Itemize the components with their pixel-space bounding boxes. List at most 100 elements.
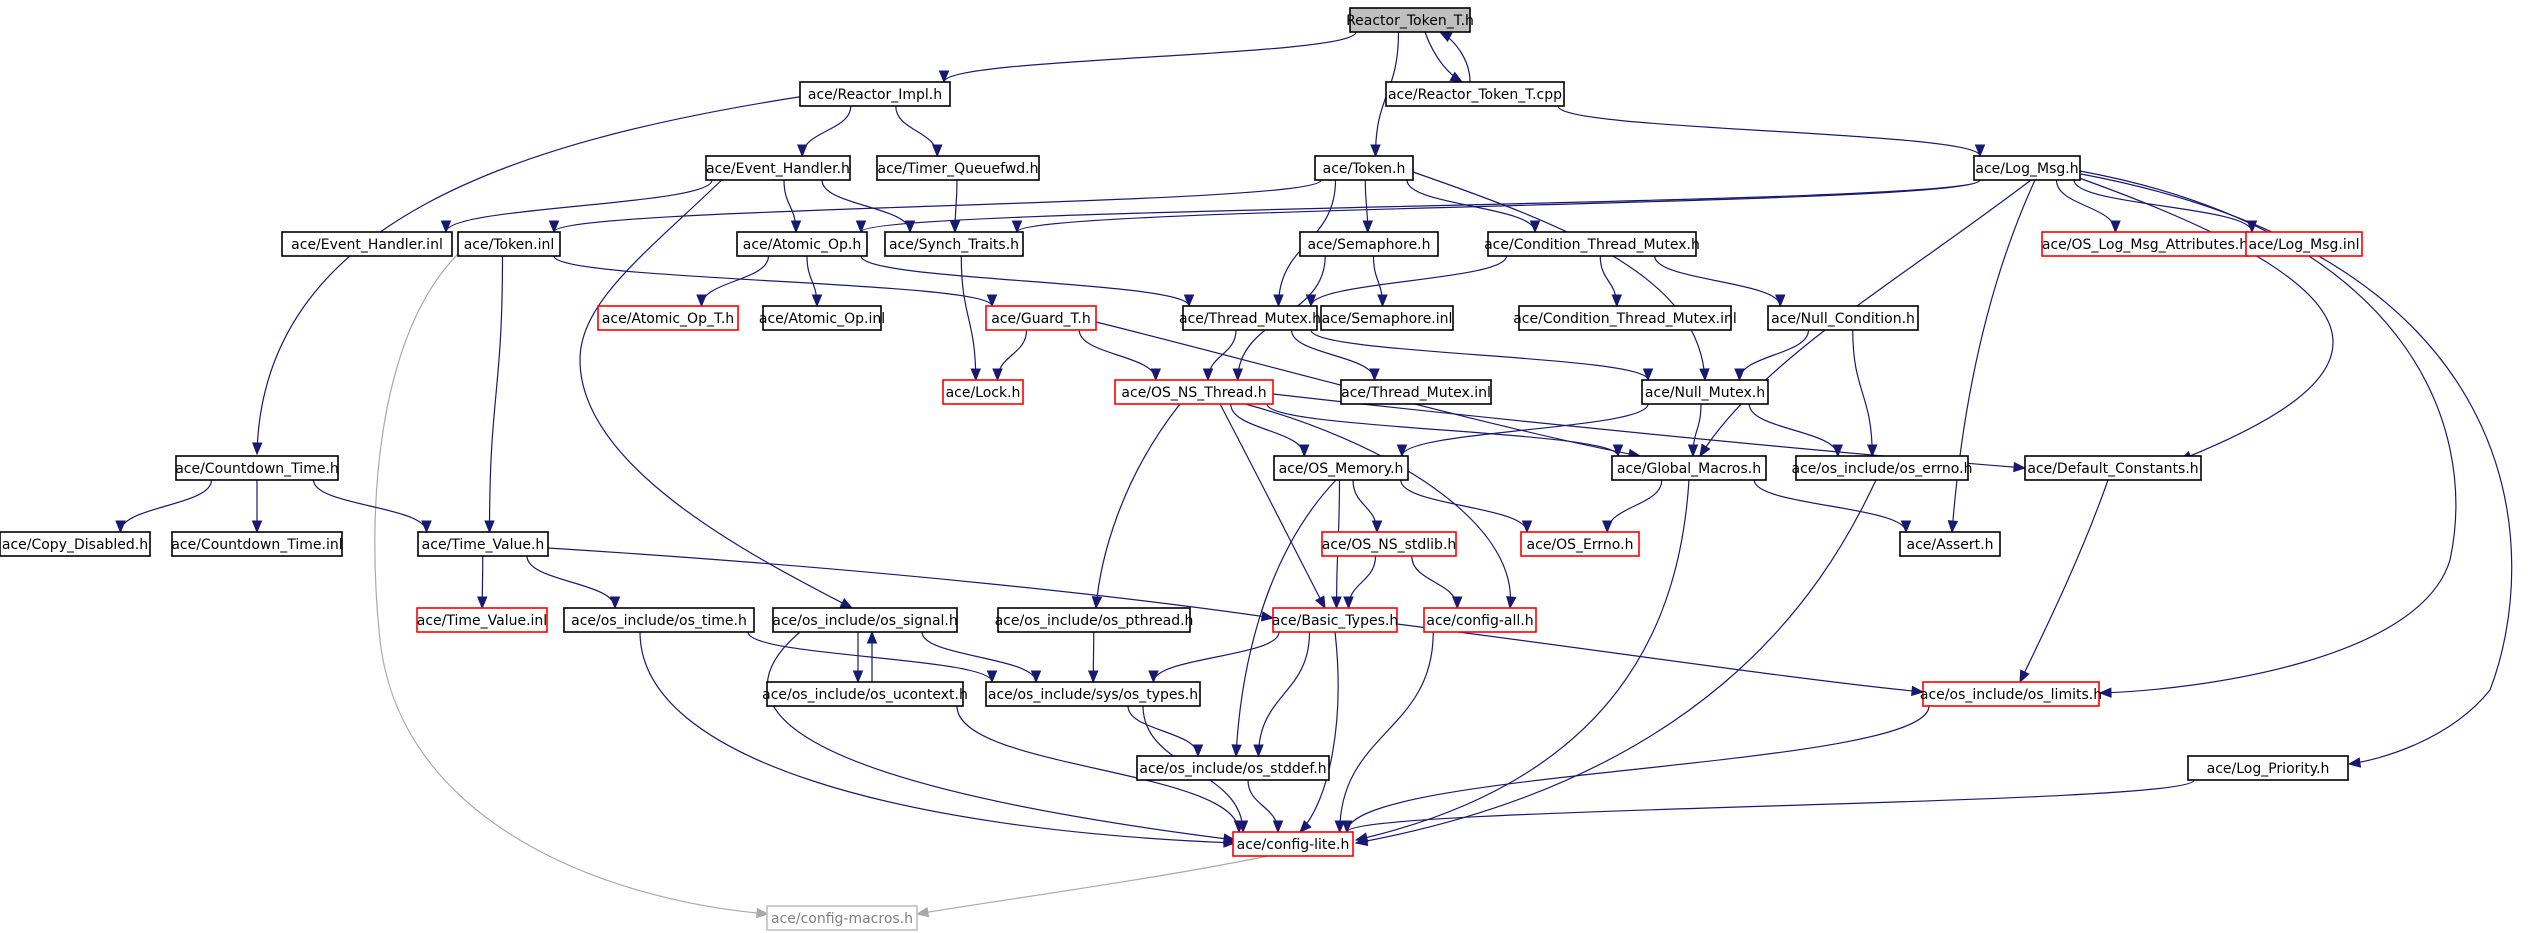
edge-arrowhead (1253, 744, 1264, 758)
edge-arrowhead (2098, 687, 2112, 698)
node-label: ace/Thread_Mutex.h (1179, 311, 1321, 327)
node-config-lite[interactable]: ace/config-lite.h (1232, 831, 1354, 857)
edge-arrowhead (1371, 520, 1383, 534)
node-semaphore-inl[interactable]: ace/Semaphore.inl (1320, 305, 1454, 331)
node-os-types[interactable]: ace/os_include/sys/os_types.h (985, 681, 1201, 707)
edge-arrowhead (1088, 670, 1099, 684)
node-synch-traits[interactable]: ace/Synch_Traits.h (884, 231, 1024, 257)
edge-line (921, 631, 1037, 683)
edge-line (374, 251, 769, 915)
node-atomic-op[interactable]: ace/Atomic_Op.h (736, 231, 868, 257)
node-thread-mutex[interactable]: ace/Thread_Mutex.h (1179, 305, 1321, 331)
node-time-value[interactable]: ace/Time_Value.h (417, 531, 549, 557)
edge-line (1207, 329, 1237, 381)
node-guard-t[interactable]: ace/Guard_T.h (985, 305, 1097, 331)
edge-line (1244, 403, 1511, 609)
node-box (1136, 755, 1330, 781)
node-token-inl[interactable]: ace/Token.inl (457, 231, 561, 257)
node-os-pthread[interactable]: ace/os_include/os_pthread.h (995, 607, 1194, 633)
node-reactor-token-t-cpp[interactable]: ace/Reactor_Token_T.cpp (1385, 81, 1565, 107)
node-log-msg[interactable]: ace/Log_Msg.h (1973, 155, 2081, 181)
edge-line (1411, 555, 1458, 609)
edge-line (1355, 479, 1877, 844)
node-box (1487, 231, 1697, 257)
node-timer-queuefwd[interactable]: ace/Timer_Queuefwd.h (876, 155, 1040, 181)
node-os-log-msg-attr[interactable]: ace/OS_Log_Msg_Attributes.h (2041, 231, 2249, 257)
edge-arrowhead (1183, 294, 1195, 308)
node-os-errno[interactable]: ace/OS_Errno.h (1520, 531, 1640, 557)
node-log-msg-inl[interactable]: ace/Log_Msg.inl (2245, 231, 2363, 257)
edge-arrowhead (1305, 294, 1317, 308)
node-os-signal[interactable]: ace/os_include/os_signal.h (772, 607, 958, 633)
node-log-priority[interactable]: ace/Log_Priority.h (2187, 755, 2349, 781)
edge-token-h-to-semaphore (1362, 179, 1373, 234)
edge-arrowhead (1232, 368, 1243, 382)
node-global-macros[interactable]: ace/Global_Macros.h (1611, 455, 1767, 481)
edge-arrowhead (1449, 71, 1464, 83)
node-os-ns-thread[interactable]: ace/OS_NS_Thread.h (1114, 379, 1274, 405)
node-time-value-inl[interactable]: ace/Time_Value.inl (416, 607, 548, 633)
edge-atomic-op-to-atomic-op-inl (806, 255, 823, 308)
edge-line (1400, 479, 1528, 533)
node-basic-types[interactable]: ace/Basic_Types.h (1272, 607, 1398, 633)
node-thread-mutex-inl[interactable]: ace/Thread_Mutex.inl (1340, 379, 1492, 405)
edge-arrowhead (1273, 294, 1284, 308)
node-box (1299, 231, 1439, 257)
edge-line (916, 855, 1269, 915)
node-copy-disabled[interactable]: ace/Copy_Disabled.h (0, 531, 151, 557)
node-label: ace/config-lite.h (1237, 837, 1350, 853)
edge-reactor-token-t-cpp-to-log-msg (1557, 105, 1986, 158)
edge-atomic-op-to-thread-mutex (860, 255, 1195, 308)
node-token-h[interactable]: ace/Token.h (1314, 155, 1414, 181)
edge-os-ns-thread-to-basic-types (1219, 403, 1326, 610)
node-atomic-op-inl[interactable]: ace/Atomic_Op.inl (759, 305, 885, 331)
node-lock[interactable]: ace/Lock.h (942, 379, 1024, 405)
node-countdown-time[interactable]: ace/Countdown_Time.h (175, 455, 339, 481)
edge-arrowhead (609, 596, 621, 610)
edge-arrowhead (1091, 596, 1103, 610)
edge-arrowhead (1900, 520, 1912, 534)
node-event-handler[interactable]: ace/Event_Handler.h (705, 155, 851, 181)
node-null-mutex[interactable]: ace/Null_Mutex.h (1641, 379, 1769, 405)
node-null-condition[interactable]: ace/Null_Condition.h (1767, 305, 1919, 331)
node-box (1340, 379, 1492, 405)
node-semaphore[interactable]: ace/Semaphore.h (1299, 231, 1439, 257)
node-os-ucontext[interactable]: ace/os_include/os_ucontext.h (762, 681, 968, 707)
node-cond-thread-mutex-inl[interactable]: ace/Condition_Thread_Mutex.inl (1513, 305, 1737, 331)
edge-event-handler-to-event-handler-inl (440, 179, 713, 234)
node-default-constants[interactable]: ace/Default_Constants.h (2024, 455, 2202, 481)
node-os-limits[interactable]: ace/os_include/os_limits.h (1920, 681, 2102, 707)
node-reactor-impl[interactable]: ace/Reactor_Impl.h (799, 81, 951, 107)
edge-line (553, 179, 1322, 233)
edge-token-inl-to-time-value (484, 255, 504, 534)
node-box (0, 531, 151, 557)
node-countdown-time-inl[interactable]: ace/Countdown_Time.inl (171, 531, 343, 557)
node-box (1520, 531, 1640, 557)
node-os-stddef[interactable]: ace/os_include/os_stddef.h (1136, 755, 1330, 781)
edge-arrowhead (1315, 595, 1326, 610)
edge-arrowhead (1642, 368, 1654, 382)
node-os-errno-h[interactable]: ace/os_include/os_errno.h (1792, 455, 1973, 481)
node-label: ace/os_include/os_limits.h (1920, 687, 2102, 703)
edge-arrowhead (1260, 611, 1275, 622)
node-config-all[interactable]: ace/config-all.h (1423, 607, 1537, 633)
node-assert[interactable]: ace/Assert.h (1899, 531, 2001, 557)
edge-line (547, 547, 1274, 619)
edge-line (996, 329, 1028, 381)
edge-reactor-token-t-h-to-reactor-impl (938, 31, 1357, 84)
node-label: ace/Timer_Queuefwd.h (878, 161, 1039, 177)
node-config-macros[interactable]: ace/config-macros.h (766, 905, 918, 931)
edge-global-macros-to-assert (1753, 479, 1912, 534)
edge-arrowhead (1148, 670, 1159, 684)
edge-thread-mutex-to-os-ns-thread (1202, 329, 1237, 382)
node-os-ns-stdlib[interactable]: ace/OS_NS_stdlib.h (1321, 531, 1457, 557)
node-atomic-op-t[interactable]: ace/Atomic_Op_T.h (597, 305, 739, 331)
edge-basic-types-to-config-lite (1299, 631, 1339, 833)
node-cond-thread-mutex[interactable]: ace/Condition_Thread_Mutex.h (1484, 231, 1700, 257)
node-os-time[interactable]: ace/os_include/os_time.h (563, 607, 755, 633)
edge-arrowhead (1299, 820, 1312, 833)
node-event-handler-inl[interactable]: ace/Event_Handler.inl (281, 231, 453, 257)
node-label: ace/Reactor_Impl.h (808, 87, 942, 103)
node-label: ace/Null_Mutex.h (1645, 385, 1765, 401)
node-os-memory[interactable]: ace/OS_Memory.h (1273, 455, 1409, 481)
